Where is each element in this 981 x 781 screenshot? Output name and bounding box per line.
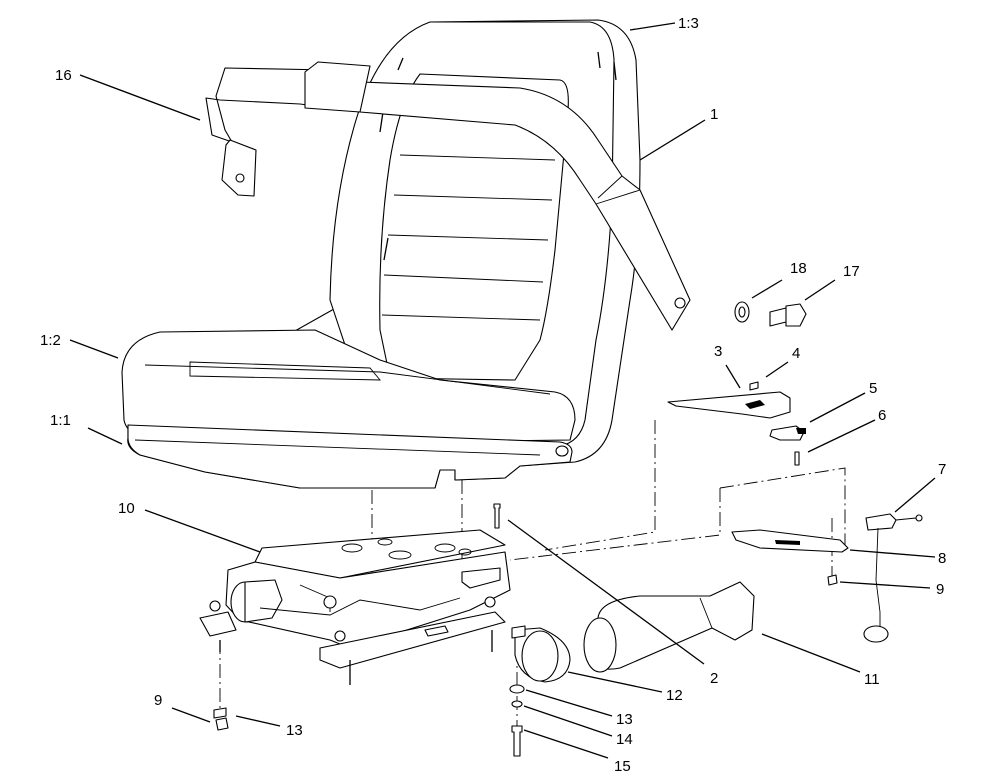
seat-assembly [121,19,641,489]
switch-7 [865,513,897,531]
label-15: 15 [614,758,631,775]
label-1-1: 1:1 [50,412,71,429]
label-16: 16 [55,67,72,84]
nut-9-left [215,717,229,731]
seat-belt-strap [205,67,691,331]
seat-back-panel [379,73,569,381]
suspension-top-plate [254,529,506,579]
label-9-left: 9 [154,692,162,709]
label-11: 11 [864,671,880,688]
label-5: 5 [869,380,877,397]
mounting-brackets [667,381,806,466]
bottom-hardware [213,684,525,757]
label-14: 14 [616,731,633,748]
label-9-right: 9 [936,581,944,598]
seat-belt [205,61,691,331]
label-17: 17 [843,263,860,280]
label-1: 1 [710,106,718,123]
nut-9-right [827,574,838,586]
cup-holder-parts [511,581,755,683]
label-1-3: 1:3 [678,15,699,32]
label-18: 18 [790,260,807,277]
suspension-rail [319,611,506,669]
seat-switch-assembly [731,513,923,643]
seat-belt-loop [304,61,371,113]
label-4: 4 [792,345,800,362]
seat-belt-buckle [221,139,257,197]
label-13-right: 13 [616,711,633,728]
suspension-base [199,529,511,685]
screw-4 [749,381,759,391]
bolt-15 [511,725,523,757]
washer-13-right [509,684,525,694]
label-10: 10 [118,500,135,517]
bracket-3 [667,391,791,419]
suspension-rail-left [199,611,237,637]
seat-base [127,424,573,489]
switch-connector [863,625,889,643]
clip-5 [769,425,805,441]
leader-lines [69,22,936,759]
label-12: 12 [666,687,683,704]
label-2: 2 [710,670,718,687]
label-6: 6 [878,407,886,424]
washer-13-left [213,707,227,719]
lockwasher-14 [511,700,523,708]
label-7: 7 [938,461,946,478]
label-8: 8 [938,550,946,567]
label-3: 3 [714,343,722,360]
bolt-17 [769,303,807,327]
label-13-left: 13 [286,722,303,739]
callout-labels: 16 1:3 1 1:2 1:1 18 17 3 4 5 6 7 8 9 10 … [40,15,946,775]
screw-6 [794,451,800,466]
label-1-2: 1:2 [40,332,61,349]
belt-bolt-hardware [734,301,807,327]
bolt-2 [493,503,501,529]
